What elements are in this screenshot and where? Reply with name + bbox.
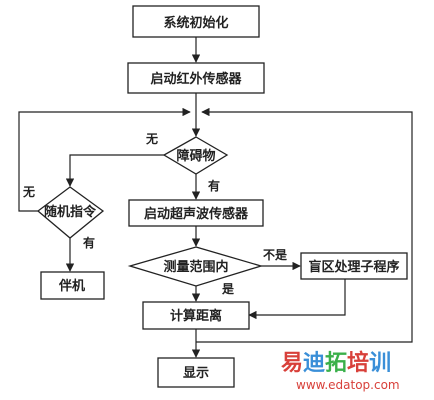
watermark-char: 拓 [325, 351, 347, 376]
watermark-url: www.edatop.com [296, 378, 400, 392]
watermark-char: 培 [347, 350, 369, 376]
node-random-cmd-label: 随机指令 [44, 204, 97, 220]
watermark-text: 易迪拓培训 [281, 350, 391, 376]
node-accompany-label: 伴机 [58, 278, 85, 294]
node-calc-dist-label: 计算距离 [170, 308, 222, 324]
label-obstacle-no: 无 [145, 132, 158, 146]
node-random-cmd: 随机指令 [36, 186, 105, 239]
node-display-label: 显示 [183, 366, 209, 381]
edges [18, 37, 413, 358]
node-start-ir-label: 启动红外传感器 [150, 71, 242, 87]
watermark-char: 迪 [303, 351, 325, 376]
node-start-us-label: 启动超声波传感器 [144, 206, 249, 222]
label-range-no: 不是 [263, 248, 288, 262]
node-display: 显示 [157, 357, 235, 388]
edge-obstacle-no [65, 154, 164, 187]
watermark-char: 训 [369, 351, 391, 376]
watermark-char: 易 [281, 351, 303, 376]
watermark: 易迪拓培训 www.edatop.com [281, 350, 400, 392]
node-start-us: 启动超声波传感器 [128, 199, 264, 227]
edge-blind-to-calc [248, 279, 346, 320]
edge-loop-back [196, 107, 413, 343]
label-obstacle-yes: 有 [208, 178, 220, 193]
node-blind-zone: 盲区处理子程序 [300, 252, 408, 280]
edge-random-no-loop [18, 107, 191, 212]
node-in-range: 测量范围内 [127, 246, 264, 287]
node-in-range-label: 测量范围内 [163, 259, 228, 275]
node-accompany: 伴机 [40, 271, 105, 300]
node-init-label: 系统初始化 [163, 15, 228, 31]
node-blind-zone-label: 盲区处理子程序 [308, 259, 399, 275]
node-obstacle: 障碍物 [162, 136, 229, 175]
node-init: 系统初始化 [132, 5, 260, 38]
node-start-ir: 启动红外传感器 [127, 62, 265, 94]
node-obstacle-label: 障碍物 [176, 148, 215, 164]
label-random-no: 无 [22, 185, 35, 199]
label-random-yes: 有 [83, 235, 95, 250]
label-range-yes: 是 [221, 282, 235, 296]
node-calc-dist: 计算距离 [142, 301, 250, 330]
